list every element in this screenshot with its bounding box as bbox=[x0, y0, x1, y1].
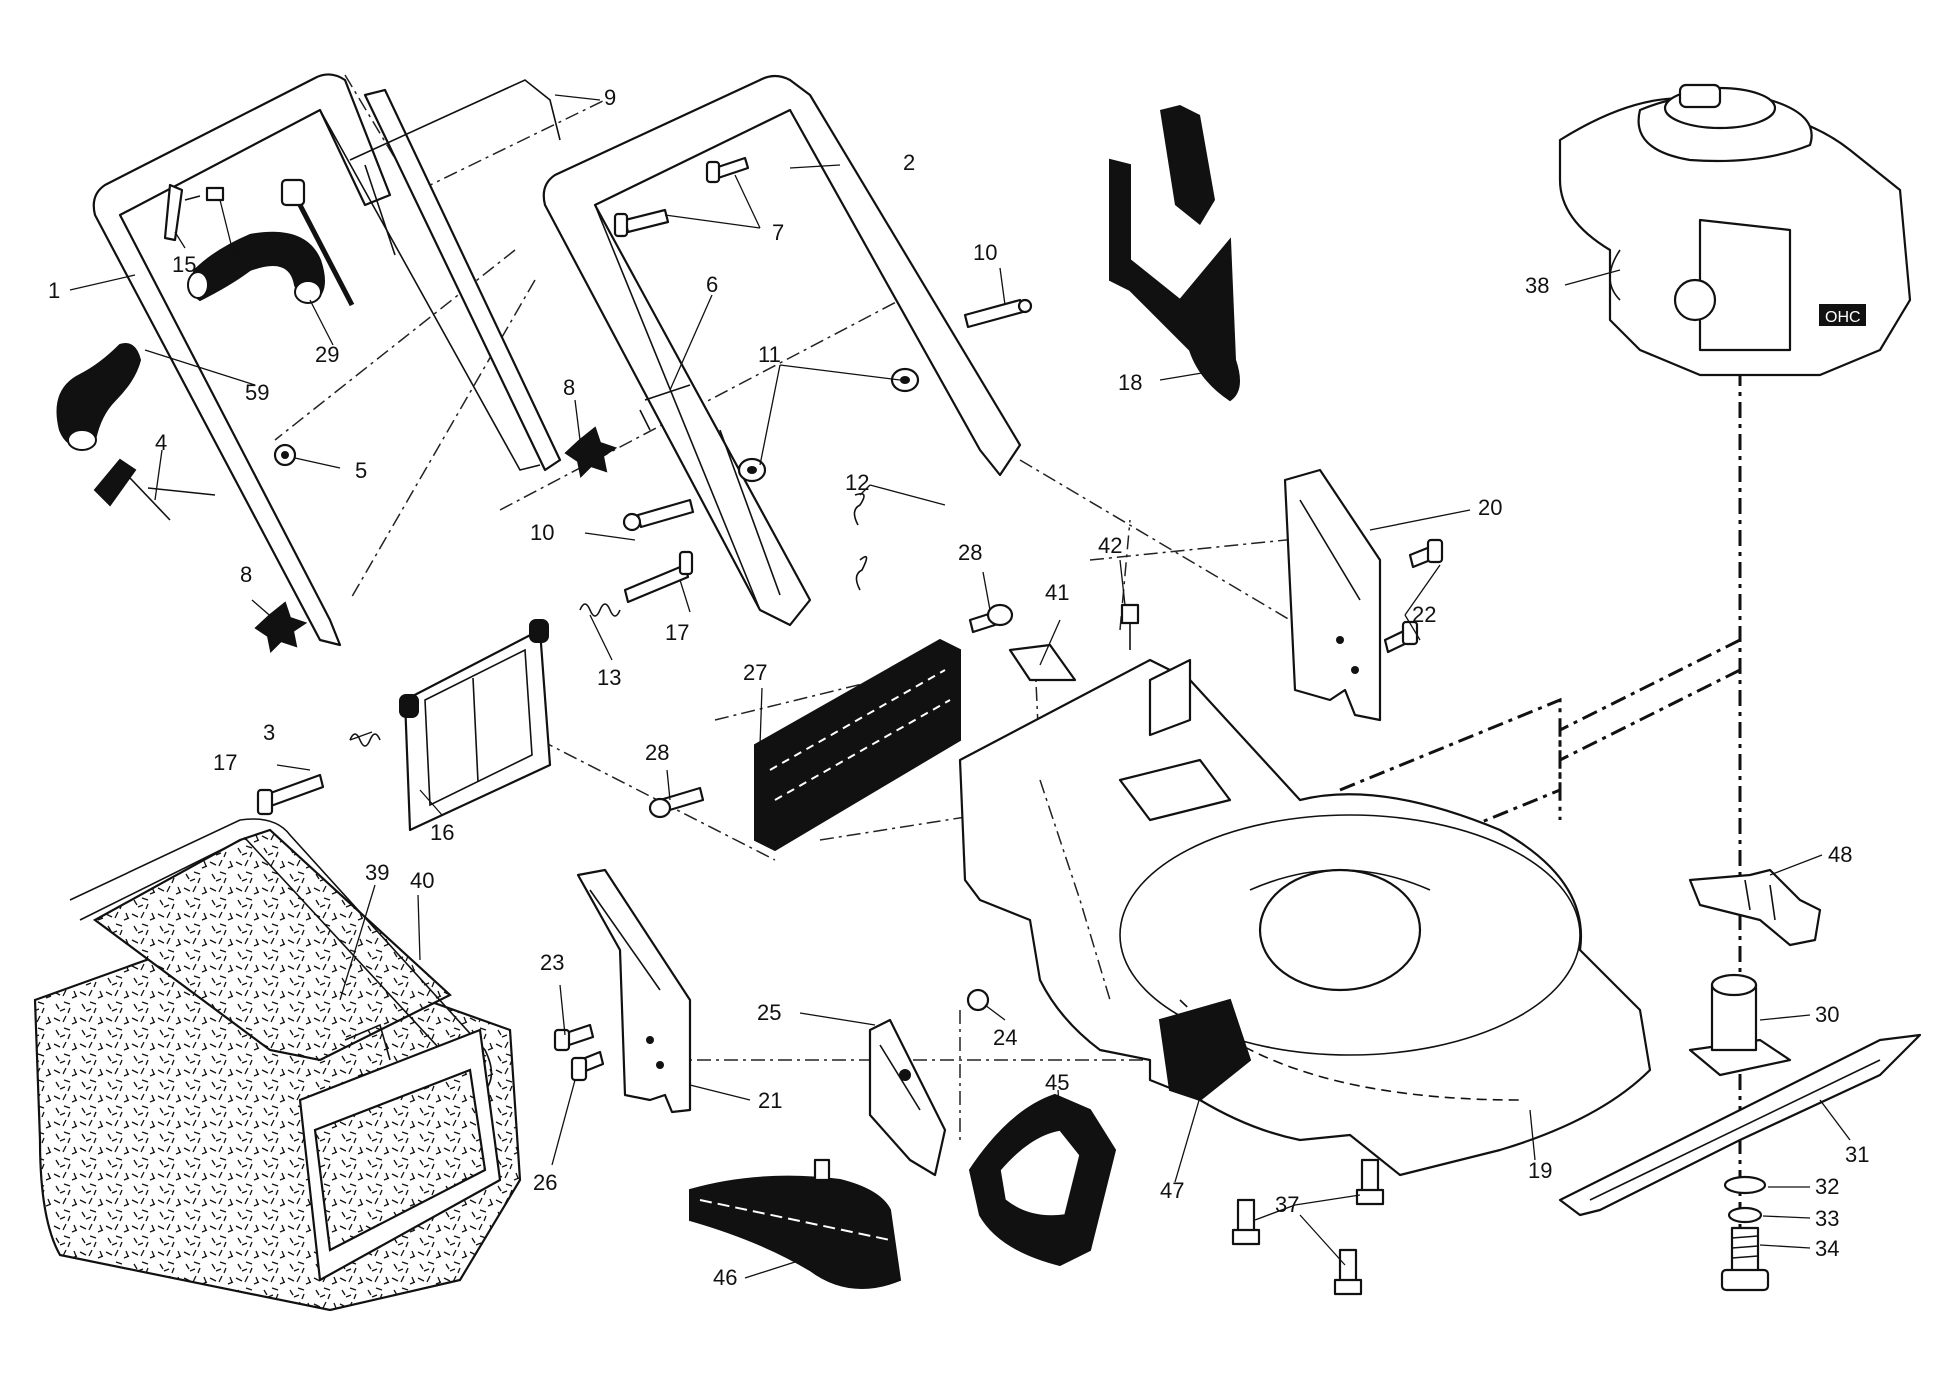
callout-47: 47 bbox=[1160, 1178, 1184, 1203]
callout-11: 11 bbox=[758, 342, 781, 367]
callout-28a: 28 bbox=[958, 540, 982, 565]
callout-37: 37 bbox=[1275, 1192, 1299, 1217]
mower-blade bbox=[1558, 1033, 1922, 1217]
callout-15: 15 bbox=[172, 252, 196, 277]
engine-badge-ohc: OHC bbox=[1825, 309, 1861, 326]
callout-17b: 17 bbox=[213, 750, 237, 775]
callout-19: 19 bbox=[1528, 1158, 1552, 1183]
side-discharge-cover bbox=[968, 1093, 1117, 1267]
upper-handle bbox=[542, 74, 1022, 627]
callout-9: 9 bbox=[604, 85, 616, 110]
deck-baffle bbox=[868, 1018, 947, 1177]
rear-flap-door bbox=[399, 619, 552, 832]
callout-13: 13 bbox=[597, 665, 621, 690]
handle-grip-upper bbox=[187, 231, 325, 304]
side-discharge-chute bbox=[689, 1158, 902, 1289]
callout-1: 1 bbox=[48, 278, 60, 303]
callout-10b: 10 bbox=[530, 520, 554, 545]
callout-24: 24 bbox=[993, 1025, 1017, 1050]
grass-catcher bbox=[33, 818, 522, 1312]
hardware-items bbox=[93, 156, 1444, 1296]
callout-10a: 10 bbox=[973, 240, 997, 265]
callout-22: 22 bbox=[1412, 602, 1436, 627]
deck-label-41 bbox=[1008, 643, 1077, 682]
cable-rod bbox=[280, 178, 355, 307]
callout-30: 30 bbox=[1815, 1002, 1839, 1027]
mulch-plug bbox=[1109, 105, 1240, 402]
callout-48: 48 bbox=[1828, 842, 1852, 867]
blade-adapter bbox=[1688, 973, 1792, 1077]
mower-deck bbox=[958, 658, 1652, 1177]
callout-26: 26 bbox=[533, 1170, 557, 1195]
callout-59: 59 bbox=[245, 380, 269, 405]
blade-hardware bbox=[1720, 1175, 1770, 1292]
callout-38: 38 bbox=[1525, 273, 1549, 298]
callout-32: 32 bbox=[1815, 1174, 1839, 1199]
callout-33: 33 bbox=[1815, 1206, 1839, 1231]
callout-29: 29 bbox=[315, 342, 339, 367]
callout-labels: 1 2 3 4 5 6 7 8 8 9 10 10 11 12 13 14 15… bbox=[48, 85, 1869, 1290]
callout-3: 3 bbox=[263, 720, 275, 745]
callout-31: 31 bbox=[1845, 1142, 1869, 1167]
callout-40: 40 bbox=[410, 868, 434, 893]
callout-20: 20 bbox=[1478, 495, 1502, 520]
handle-grip-lower bbox=[56, 343, 142, 451]
callout-27: 27 bbox=[743, 660, 767, 685]
callout-39: 39 bbox=[365, 860, 389, 885]
control-bail bbox=[349, 79, 561, 256]
callout-leaders bbox=[69, 94, 1851, 1279]
callout-28b: 28 bbox=[645, 740, 669, 765]
callout-42: 42 bbox=[1098, 533, 1122, 558]
height-adjust-bracket-right bbox=[1283, 468, 1382, 722]
callout-45: 45 bbox=[1045, 1070, 1069, 1095]
callout-18: 18 bbox=[1118, 370, 1142, 395]
lower-handle bbox=[92, 73, 562, 647]
callout-4: 4 bbox=[155, 430, 167, 455]
callout-25: 25 bbox=[757, 1000, 781, 1025]
callout-21: 21 bbox=[758, 1088, 782, 1113]
callout-14: 14 bbox=[220, 242, 244, 267]
blade-adapter-bracket bbox=[1688, 868, 1822, 947]
callout-16: 16 bbox=[430, 820, 454, 845]
callout-46: 46 bbox=[713, 1265, 737, 1290]
callout-12: 12 bbox=[845, 470, 869, 495]
callout-5: 5 bbox=[355, 458, 367, 483]
callout-6: 6 bbox=[706, 272, 718, 297]
callout-2: 2 bbox=[903, 150, 915, 175]
callout-34: 34 bbox=[1815, 1236, 1839, 1261]
engine: OHC bbox=[1558, 83, 1912, 377]
callout-17a: 17 bbox=[665, 620, 689, 645]
callout-41: 41 bbox=[1045, 580, 1069, 605]
callout-23: 23 bbox=[540, 950, 564, 975]
callout-8b: 8 bbox=[240, 562, 252, 587]
callout-7: 7 bbox=[772, 220, 784, 245]
height-adjust-bracket-left bbox=[576, 868, 692, 1114]
rear-guard-flap bbox=[754, 638, 961, 852]
callout-8a: 8 bbox=[563, 375, 575, 400]
